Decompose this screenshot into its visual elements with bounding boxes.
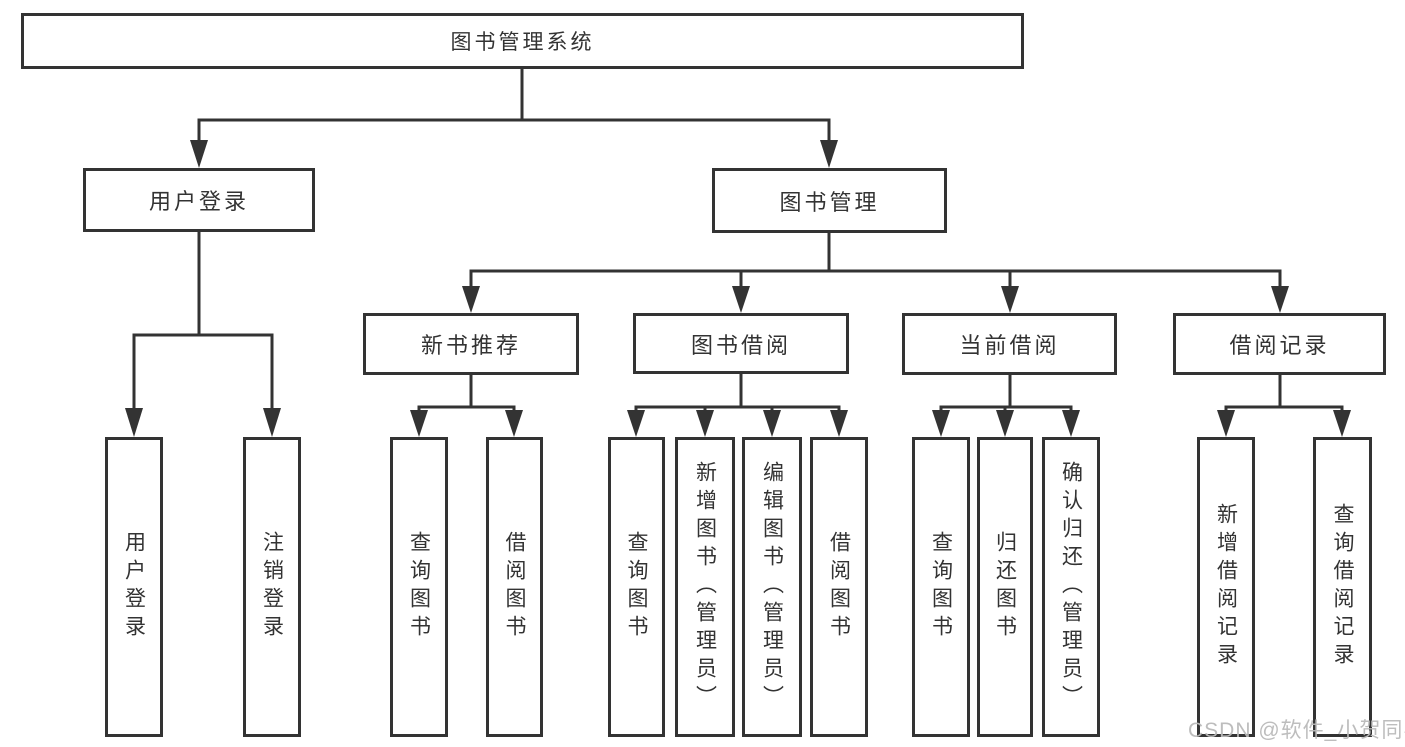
leaf-logout-label: 注销登录 <box>260 531 284 643</box>
node-new-book-recommend-label: 新书推荐 <box>420 333 521 358</box>
node-current-borrow: 当前借阅 <box>902 313 1117 375</box>
node-book-borrow: 图书借阅 <box>633 313 849 374</box>
node-book-borrow-label: 图书借阅 <box>690 332 791 358</box>
node-book-management-label: 图书管理 <box>779 189 880 215</box>
leaf-return-book-label: 归还图书 <box>993 531 1017 643</box>
leaf-add-borrow-record: 新增借阅记录 <box>1197 437 1255 737</box>
leaf-query-books-borrow: 查询图书 <box>608 437 665 737</box>
leaf-query-books-recommend-label: 查询图书 <box>407 531 431 643</box>
node-root-label: 图书管理系统 <box>450 31 595 54</box>
node-user-login-label: 用户登录 <box>148 189 249 214</box>
leaf-confirm-return-admin-label: 确认归还（管理员） <box>1059 461 1083 713</box>
leaf-add-book-admin-label: 新增图书（管理员） <box>693 461 717 713</box>
leaf-edit-book-admin: 编辑图书（管理员） <box>742 437 802 737</box>
leaf-query-borrow-record: 查询借阅记录 <box>1313 437 1372 737</box>
leaf-query-books-borrow-label: 查询图书 <box>625 531 648 643</box>
leaf-query-books-current-label: 查询图书 <box>929 531 953 643</box>
node-new-book-recommend: 新书推荐 <box>363 313 579 375</box>
leaf-edit-book-admin-label: 编辑图书（管理员） <box>760 461 784 713</box>
node-root: 图书管理系统 <box>21 13 1024 69</box>
leaf-add-borrow-record-label: 新增借阅记录 <box>1214 503 1238 671</box>
leaf-borrow-books: 借阅图书 <box>810 437 868 737</box>
node-current-borrow-label: 当前借阅 <box>959 333 1060 358</box>
node-user-login: 用户登录 <box>83 168 315 232</box>
leaf-return-book: 归还图书 <box>977 437 1033 737</box>
leaf-borrow-books-recommend-label: 借阅图书 <box>503 531 526 643</box>
leaf-query-books-current: 查询图书 <box>912 437 970 737</box>
node-borrow-records: 借阅记录 <box>1173 313 1386 375</box>
arrowhead-icons <box>125 140 1351 437</box>
leaf-user-login: 用户登录 <box>105 437 163 737</box>
leaf-add-book-admin: 新增图书（管理员） <box>675 437 735 737</box>
watermark: CSDN @软件_小贺同学 <box>1188 719 1405 742</box>
leaf-logout: 注销登录 <box>243 437 301 737</box>
node-book-management: 图书管理 <box>712 168 947 233</box>
leaf-borrow-books-label: 借阅图书 <box>827 531 851 643</box>
node-borrow-records-label: 借阅记录 <box>1229 333 1330 358</box>
leaf-query-borrow-record-label: 查询借阅记录 <box>1331 503 1354 671</box>
leaf-borrow-books-recommend: 借阅图书 <box>486 437 543 737</box>
leaf-confirm-return-admin: 确认归还（管理员） <box>1042 437 1100 737</box>
leaf-user-login-label: 用户登录 <box>122 531 146 643</box>
leaf-query-books-recommend: 查询图书 <box>390 437 448 737</box>
